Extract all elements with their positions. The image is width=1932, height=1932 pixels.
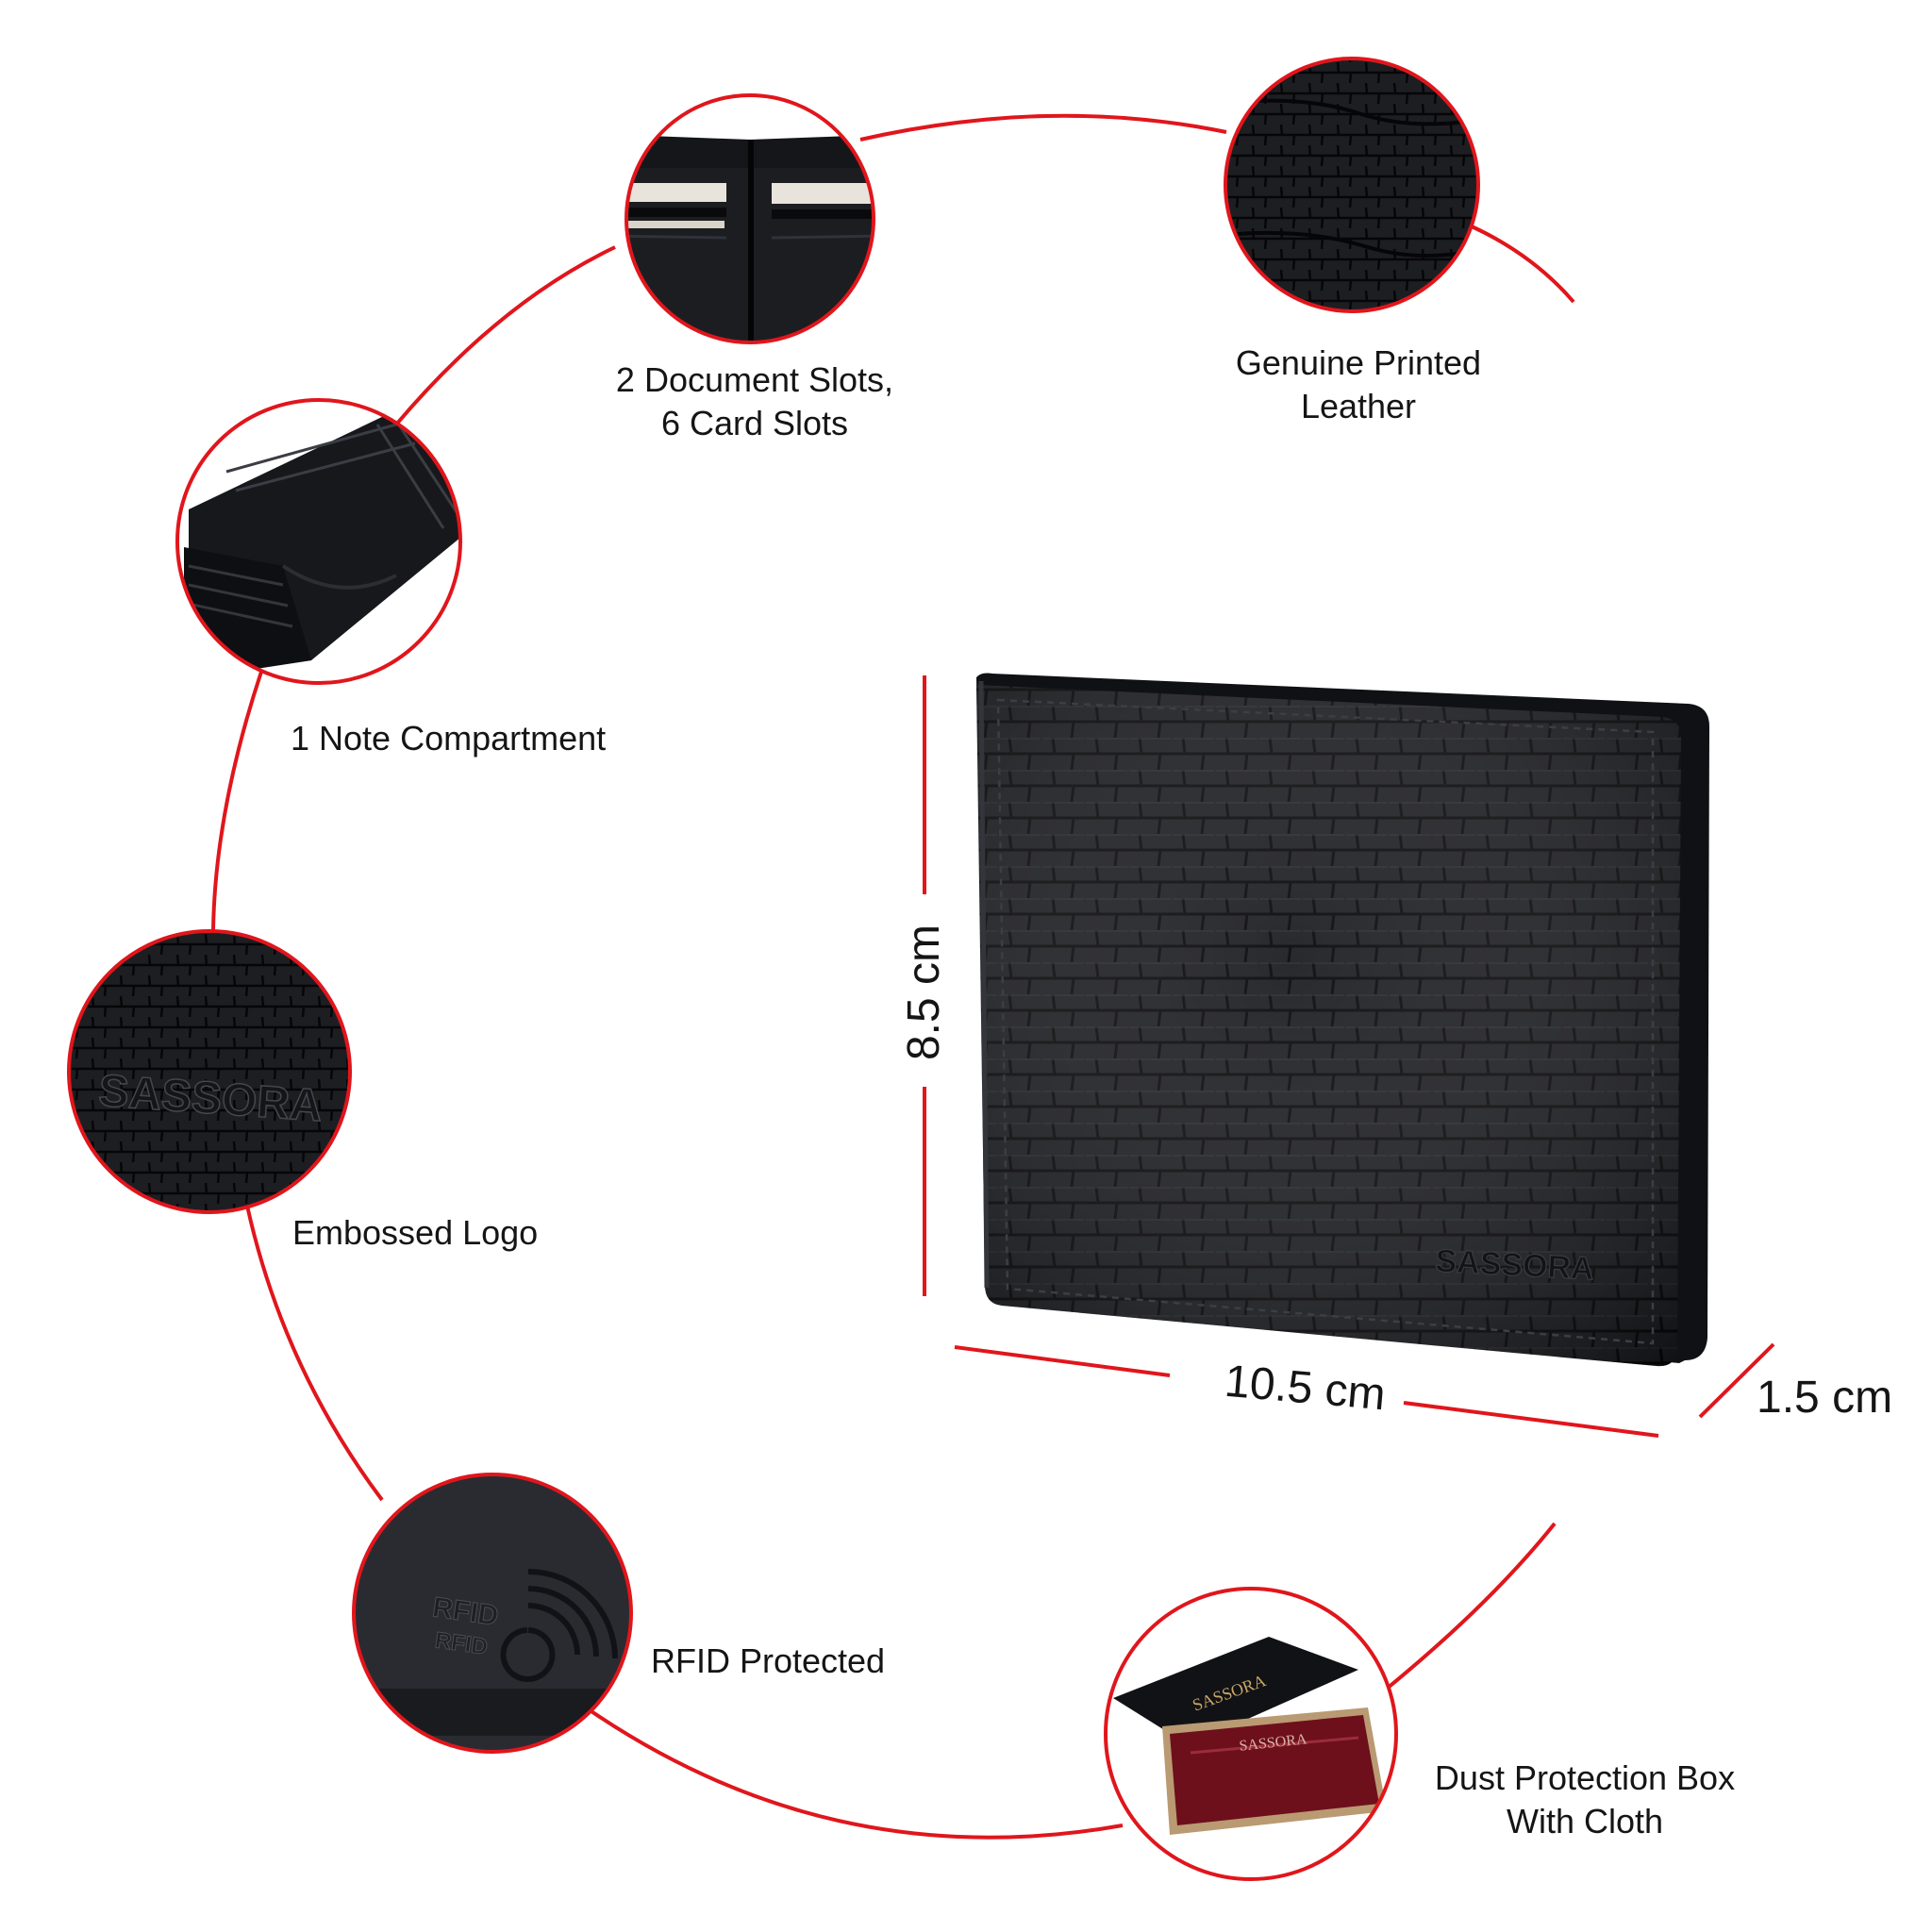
connector-note-docs: [394, 245, 616, 426]
caption-document-slots: 2 Document Slots, 6 Card Slots: [585, 358, 924, 445]
caption-dust-box: Dust Protection Box With Cloth: [1396, 1757, 1774, 1843]
caption-embossed-logo: Embossed Logo: [292, 1211, 538, 1255]
wallet-embossed-brand: SASSORA: [1435, 1243, 1595, 1288]
connector-logo-rfid: [245, 1205, 384, 1502]
caption-leather-line2: Leather: [1300, 387, 1417, 425]
note-compartment-ring: [175, 398, 462, 685]
caption-leather-line1: Genuine Printed: [1235, 343, 1482, 382]
caption-note-compartment: 1 Note Compartment: [291, 717, 606, 760]
connector-box-tail: [1385, 1522, 1557, 1690]
width-line-right: [1403, 1401, 1659, 1438]
rfid-icon: RFID RFID: [354, 1474, 631, 1752]
width-line-left: [954, 1345, 1171, 1377]
wallet-main-image: SASSORA: [976, 673, 1709, 1367]
connector-note-logo: [211, 671, 263, 931]
gift-box-ring: [1104, 1587, 1398, 1881]
caption-embossed-logo-text: Embossed Logo: [292, 1213, 539, 1252]
embossed-logo-ring: [67, 929, 352, 1214]
dimension-height-label: 8.5 cm: [899, 924, 949, 1061]
caption-rfid: RFID Protected: [651, 1640, 885, 1683]
leather-ring: [1224, 57, 1480, 313]
depth-line: [1698, 1342, 1775, 1419]
gift-box-icon: SASSORA SASSORA: [1106, 1589, 1396, 1879]
dimension-lines: [923, 675, 1775, 1438]
card-slots-closeup-icon: [626, 95, 874, 342]
card-slots-ring: [625, 93, 875, 344]
caption-leather: Genuine Printed Leather: [1189, 341, 1528, 428]
caption-note-compartment-text: 1 Note Compartment: [291, 719, 607, 758]
caption-document-slots-line2: 6 Card Slots: [660, 404, 849, 442]
connector-leather-tail: [1471, 225, 1575, 304]
connector-lines: [211, 113, 1575, 1840]
caption-document-slots-line1: 2 Document Slots,: [615, 360, 894, 399]
dimension-depth-label: 1.5 cm: [1757, 1373, 1893, 1423]
connector-rfid-box: [581, 1704, 1124, 1840]
connector-docs-leather: [859, 113, 1227, 142]
leather-texture-icon: [1225, 58, 1478, 311]
caption-dust-box-line1: Dust Protection Box: [1434, 1758, 1736, 1797]
rfid-ring: [352, 1473, 633, 1754]
embossed-logo-icon: SASSORA: [69, 931, 350, 1212]
caption-dust-box-line2: With Cloth: [1506, 1802, 1664, 1840]
caption-rfid-text: RFID Protected: [651, 1641, 886, 1680]
